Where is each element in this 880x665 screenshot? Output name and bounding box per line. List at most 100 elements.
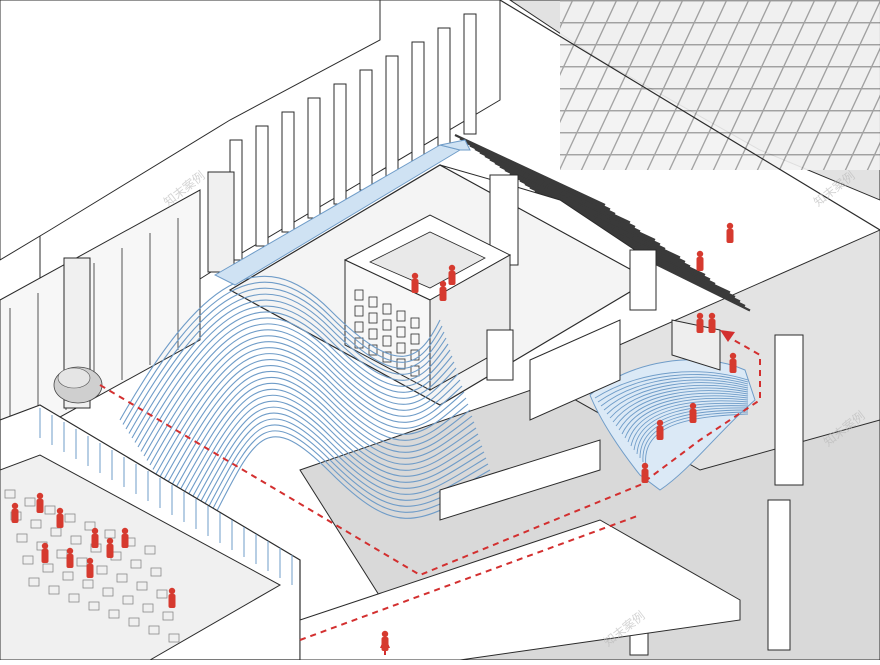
chair [102, 587, 114, 597]
person-head [439, 280, 447, 288]
ribbon-strand [137, 311, 453, 448]
person-body [11, 509, 19, 523]
person-head [56, 507, 64, 515]
person-head [696, 250, 704, 258]
person-body [726, 229, 734, 243]
chair [148, 625, 160, 635]
chair [82, 579, 94, 589]
chair [88, 601, 100, 611]
window [410, 317, 420, 329]
person-body [729, 359, 737, 373]
chair [42, 563, 54, 573]
chair [142, 603, 154, 613]
path-arrow-head [720, 330, 735, 342]
ribbon-strand [197, 430, 493, 538]
louver-blade [479, 151, 631, 224]
louver-blade [514, 176, 666, 250]
louver-blade [509, 172, 661, 246]
louver-blade [454, 134, 606, 206]
person-head [689, 402, 697, 410]
person-body [86, 564, 94, 578]
louver-blade [504, 169, 656, 241]
tribune-strand [606, 382, 749, 415]
person-body [411, 279, 419, 293]
person-body [696, 257, 704, 271]
person-head [41, 542, 49, 550]
ribbon-strand [161, 359, 469, 484]
tribune-strand [633, 405, 749, 451]
window [354, 289, 364, 301]
tribune-strand [612, 387, 749, 423]
chair [48, 585, 60, 595]
chair [22, 555, 34, 565]
facade-fin [463, 13, 477, 135]
facade-fin [385, 55, 399, 177]
ribbon-strand [179, 394, 481, 511]
tribune-strand [621, 395, 749, 435]
chair [144, 545, 156, 555]
chair [68, 593, 80, 603]
person-body [708, 319, 716, 333]
person-head [708, 312, 716, 320]
ribbon-strand [149, 335, 461, 466]
roof-grid-structure [499, 0, 880, 231]
ribbon-strand [158, 353, 467, 479]
person-head [696, 312, 704, 320]
tribune-strand [600, 376, 749, 407]
tribune-strand [618, 392, 749, 431]
window [382, 335, 392, 347]
tribune-strand [630, 402, 749, 447]
lantern-room [343, 214, 512, 391]
tribune-strand [603, 379, 749, 411]
window [354, 321, 364, 333]
chair [130, 559, 142, 569]
facade-fin [437, 27, 451, 149]
person-body [656, 426, 664, 440]
ribbon-strand [152, 341, 463, 470]
person-head [729, 352, 737, 360]
chair [56, 549, 68, 559]
person-body [91, 534, 99, 548]
facade-fin [307, 97, 321, 219]
person-head [726, 222, 734, 230]
person-head [411, 272, 419, 280]
ribbon-strand [182, 400, 483, 515]
window [396, 358, 406, 370]
ribbon-strand [119, 275, 441, 421]
person-head [66, 547, 74, 555]
person-body [696, 319, 704, 333]
ribbon-strand [122, 281, 443, 425]
person-body [689, 409, 697, 423]
chair [4, 489, 16, 499]
window [382, 319, 392, 331]
ribbon-strand [173, 382, 477, 502]
person-head [91, 527, 99, 535]
chair [116, 573, 128, 583]
facade-fin [255, 125, 269, 247]
louver-blade [484, 155, 636, 228]
chair [30, 519, 42, 529]
chair [70, 535, 82, 545]
window [354, 305, 364, 317]
window [396, 310, 406, 322]
tribune-strand [627, 400, 749, 443]
chair [128, 617, 140, 627]
person-body [641, 469, 649, 483]
chair [50, 527, 62, 537]
chair [168, 633, 180, 643]
ribbon-strand [200, 436, 495, 542]
tribune-strand [636, 407, 749, 455]
window [382, 303, 392, 315]
ribbon-stair [119, 275, 495, 542]
facade-fin [359, 69, 373, 191]
window [368, 296, 378, 308]
tribune-strand [624, 397, 749, 439]
person-head [641, 462, 649, 470]
planter-tree [53, 366, 103, 404]
chair [122, 595, 134, 605]
louver-blade [489, 158, 641, 233]
person-body [381, 637, 389, 651]
ribbon-strand [164, 365, 471, 488]
person-body [121, 534, 129, 548]
auditorium [0, 404, 301, 661]
